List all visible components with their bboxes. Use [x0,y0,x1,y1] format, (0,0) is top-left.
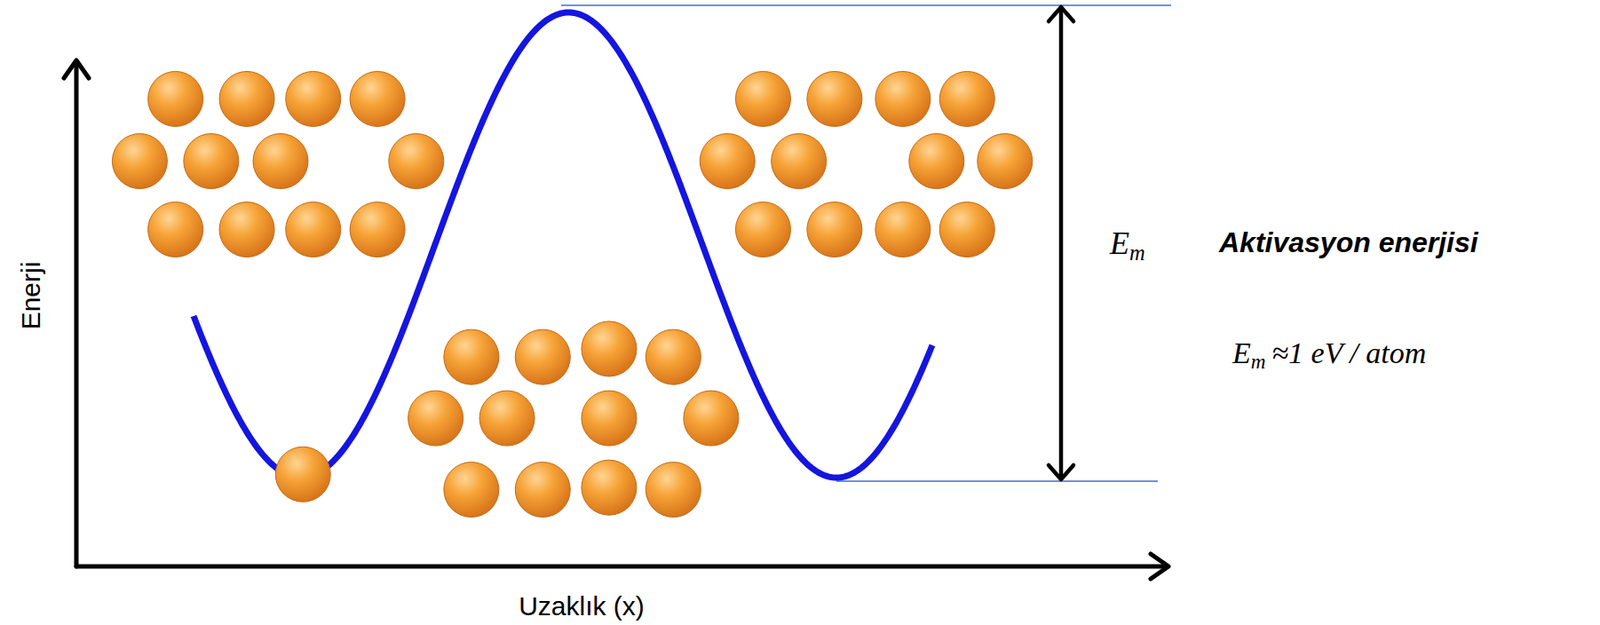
atom [443,462,500,518]
atom [581,390,637,446]
atom [875,202,931,258]
axis-title: Uzaklık (x) [518,591,645,623]
atom [771,134,827,190]
atom [219,202,275,258]
energy-value: Em≈1 eV / atom [1232,335,1426,374]
subscript: m [1129,239,1146,264]
atom [875,71,931,127]
label-text: Aktivasyon enerjisi [1219,226,1479,259]
energy-curve-layer [193,12,933,478]
atom [699,134,755,190]
atom [807,202,863,258]
atom [735,71,791,127]
atom [275,446,331,502]
atom [183,134,239,190]
atom [514,329,571,385]
atom [148,71,204,127]
energy-symbol: Em [1109,225,1152,266]
symbol-letter: E [1232,336,1252,370]
atom [683,390,739,446]
x-axis-arrowhead [1150,554,1169,579]
atom [349,71,405,127]
atom [735,202,791,258]
atom [253,134,309,190]
x-axis [76,564,1166,570]
level-guides [561,5,1172,482]
atom [645,462,701,518]
top-level-line [561,4,1172,6]
energy-curve [193,12,933,478]
dimension-arrowhead [1048,465,1074,480]
axes [63,60,1169,579]
atom [977,134,1033,190]
atom [514,462,571,518]
atom [645,329,701,385]
bottom-level-line [836,480,1158,482]
label-text: Enerji [15,261,46,331]
atom [909,134,965,190]
atom [148,202,204,258]
value-text: ≈1 eV / atom [1271,336,1426,370]
atom [939,202,995,258]
atom-clusters [111,71,1032,517]
atom [388,134,444,190]
y-axis [74,62,80,567]
atom [443,329,500,385]
atom [111,134,167,190]
axis-title: Enerji [15,261,48,331]
atom [285,202,341,258]
label-text: Uzaklık (x) [518,591,645,621]
dimension-line [1059,7,1064,479]
atom [285,71,341,127]
atom [408,390,464,446]
activation-energy-title: Aktivasyon enerjisi [1219,226,1479,260]
atom [807,71,863,127]
y-axis-arrowhead [63,60,89,79]
energy-dimension-arrow [1048,7,1074,480]
dimension-arrowhead [1048,7,1074,22]
subscript: m [1251,350,1267,374]
atom [581,321,637,377]
atom [479,390,535,446]
symbol-letter: E [1109,225,1130,262]
atom [581,459,637,515]
atom [349,202,405,258]
atom [219,71,275,127]
atom [939,71,995,127]
